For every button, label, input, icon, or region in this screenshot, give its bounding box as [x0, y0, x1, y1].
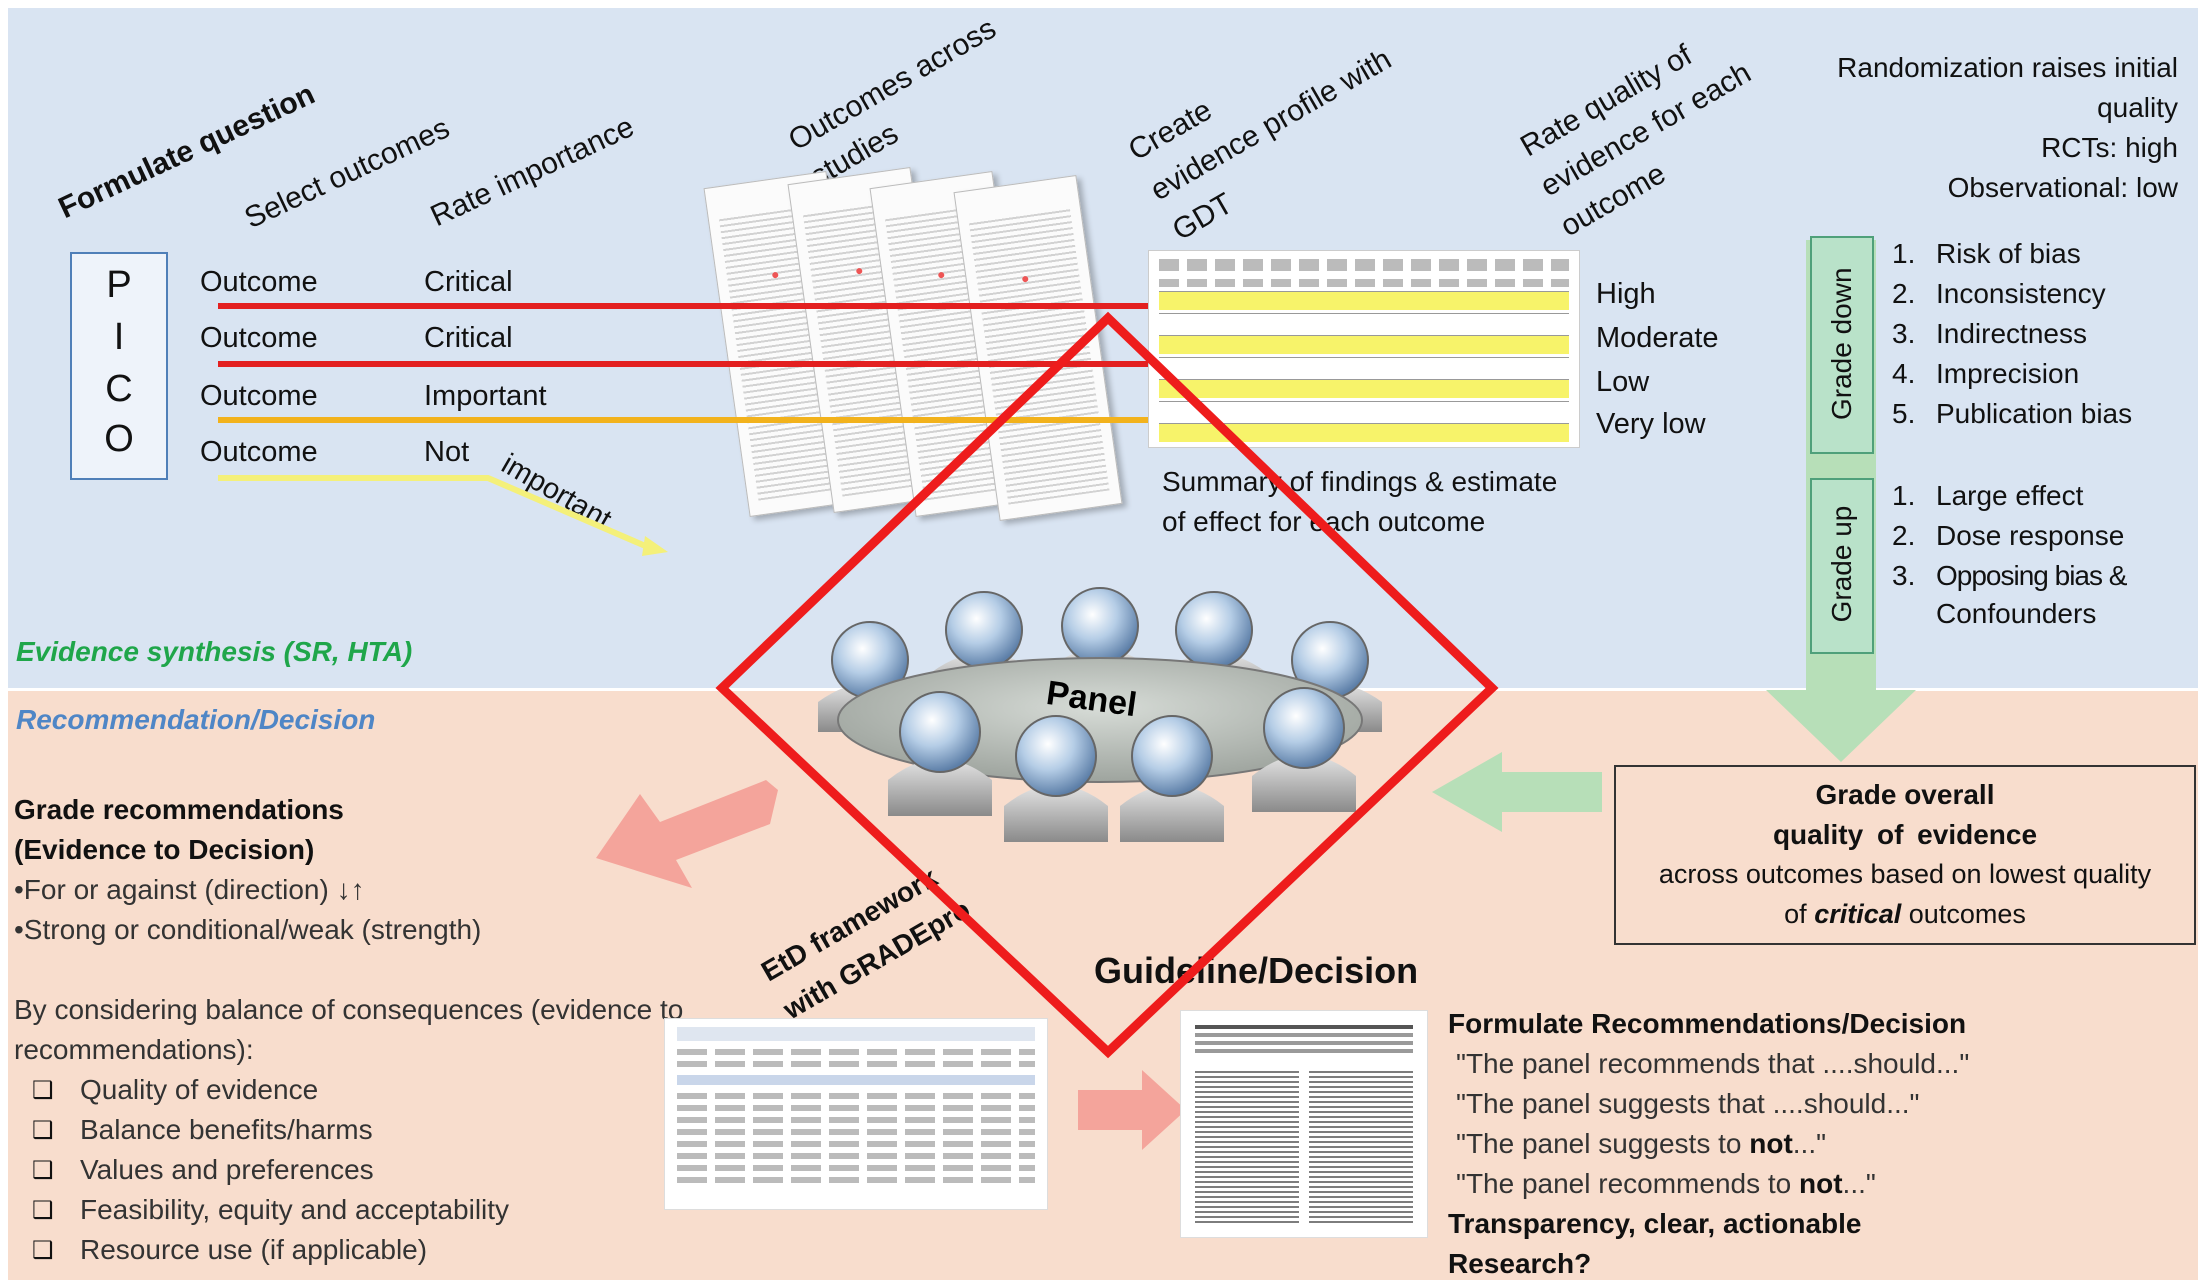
summary-caption-1: Summary of findings & estimate: [1162, 466, 1558, 497]
checklist-item-2: Balance benefits/harms: [80, 1114, 373, 1145]
outcome-4-label: Outcome: [200, 436, 318, 468]
randomization-line-4: Observational: low: [1947, 172, 2178, 203]
outcome-2-importance: Critical: [424, 322, 513, 354]
pico-o: O: [104, 418, 134, 460]
grade-recs-direction: •For or against (direction) ↓↑: [14, 874, 365, 905]
guideline-heading: Guideline/Decision: [1094, 950, 1419, 991]
grade-up-item-2: Dose response: [1936, 520, 2125, 551]
grade-down-num-1: 1.: [1892, 238, 1916, 269]
rec-quote-4-not: not: [1799, 1168, 1843, 1199]
checklist-item-4: Feasibility, equity and acceptability: [80, 1194, 510, 1225]
randomization-line-3: RCTs: high: [2041, 132, 2178, 163]
grade-recs-title-1: Grade recommendations: [14, 794, 344, 825]
grade-up-item-3b: Confounders: [1936, 598, 2097, 629]
checkbox-3: ❑: [32, 1157, 54, 1184]
checkbox-4: ❑: [32, 1197, 54, 1224]
quality-high: High: [1596, 278, 1656, 310]
rec-quote-1: "The panel recommends that ....should...…: [1456, 1048, 1970, 1079]
transparency-line: Transparency, clear, actionable: [1448, 1208, 1862, 1239]
pink-arrow-left: [596, 780, 778, 888]
recommendation-panel: [8, 690, 2198, 1280]
grade-overall-critical: critical: [1814, 899, 1902, 929]
etd-framework-document: [664, 1018, 1048, 1210]
outcome-3-label: Outcome: [200, 380, 318, 412]
considering-line-2: recommendations):: [14, 1034, 254, 1065]
rec-quote-4-c: ...": [1842, 1168, 1876, 1199]
rec-quote-4-a: "The panel recommends to: [1456, 1168, 1792, 1199]
rec-quote-3-not: not: [1749, 1128, 1793, 1159]
checklist-item-5: Resource use (if applicable): [80, 1234, 428, 1265]
evidence-profile-table: [1148, 250, 1580, 448]
grade-recs-title-2: (Evidence to Decision): [14, 834, 315, 865]
checklist-item-3: Values and preferences: [80, 1154, 374, 1185]
grade-down-item-1: Risk of bias: [1936, 238, 2081, 269]
quality-moderate: Moderate: [1596, 322, 1719, 354]
pico-p: P: [106, 264, 132, 306]
rec-quote-3-a: "The panel suggests to: [1456, 1128, 1742, 1159]
grade-down-num-3: 3.: [1892, 318, 1916, 349]
rec-quote-4: "The panel recommends to not...": [1456, 1168, 1876, 1200]
grade-recs-strength: •Strong or conditional/weak (strength): [14, 914, 482, 945]
rec-quote-2: "The panel suggests that ....should...": [1456, 1088, 1920, 1119]
not-important-line: [218, 475, 668, 556]
checkbox-2: ❑: [32, 1117, 54, 1144]
quality-very-low: Very low: [1596, 408, 1706, 440]
evidence-synthesis-label: Evidence synthesis (SR, HTA): [16, 636, 413, 667]
grade-overall-of: of: [1784, 899, 1807, 929]
grade-down-item-5: Publication bias: [1936, 398, 2133, 429]
checklist-item-1: Quality of evidence: [80, 1074, 319, 1105]
pico-c: C: [105, 368, 133, 410]
checkbox-1: ❑: [32, 1077, 54, 1104]
grade-up-num-3: 3.: [1892, 560, 1916, 591]
grade-up-num-2: 2.: [1892, 520, 1916, 551]
panel-front-row: [888, 687, 1356, 842]
pico-box: P I C O: [70, 252, 168, 480]
guideline-document: [1180, 1010, 1428, 1238]
grade-overall-outcomes: outcomes: [1908, 899, 2026, 929]
outcome-1-label: Outcome: [200, 266, 318, 298]
outcome-4-importance: Not: [424, 436, 470, 468]
grade-up-num-1: 1.: [1892, 480, 1916, 511]
grade-down-item-3: Indirectness: [1936, 318, 2087, 349]
grade-down-item-2: Inconsistency: [1936, 278, 2106, 309]
grade-up-box: Grade up: [1810, 478, 1874, 654]
research-line: Research?: [1448, 1248, 1592, 1279]
grade-down-num-4: 4.: [1892, 358, 1916, 389]
randomization-line-1: Randomization raises initial: [1837, 52, 2178, 83]
grade-up-item-3: Opposing bias &: [1936, 560, 2127, 591]
grade-down-num-2: 2.: [1892, 278, 1916, 309]
grade-overall-box: Grade overall quality of evidence across…: [1614, 765, 2196, 945]
grade-down-box: Grade down: [1810, 236, 1874, 454]
grade-down-item-4: Imprecision: [1936, 358, 2080, 389]
pink-arrow-right: [1078, 1070, 1186, 1150]
pico-i: I: [113, 316, 125, 358]
randomization-line-2: quality: [2097, 92, 2178, 123]
rec-quote-3: "The panel suggests to not...": [1456, 1128, 1826, 1160]
grade-overall-title-1: Grade overall: [1815, 779, 1995, 810]
considering-line-1: By considering balance of consequences (…: [14, 994, 684, 1025]
checkbox-5: ❑: [32, 1237, 54, 1264]
grade-overall-desc-1: across outcomes based on lowest quality: [1658, 859, 2152, 889]
quality-low: Low: [1596, 366, 1650, 398]
rec-quote-3-c: ...": [1792, 1128, 1827, 1159]
outcome-2-label: Outcome: [200, 322, 318, 354]
outcome-1-importance: Critical: [424, 266, 513, 298]
grade-up-item-1: Large effect: [1936, 480, 2084, 511]
grade-overall-desc-2: of critical outcomes: [1616, 899, 2194, 930]
recommendation-decision-label: Recommendation/Decision: [16, 704, 376, 735]
grade-overall-title-2: quality of evidence: [1772, 819, 2038, 850]
grade-down-num-5: 5.: [1892, 398, 1916, 429]
outcome-3-importance: Important: [424, 380, 547, 412]
formulate-recs-heading: Formulate Recommendations/Decision: [1448, 1008, 1967, 1039]
green-arrow-left: [1432, 752, 1602, 832]
